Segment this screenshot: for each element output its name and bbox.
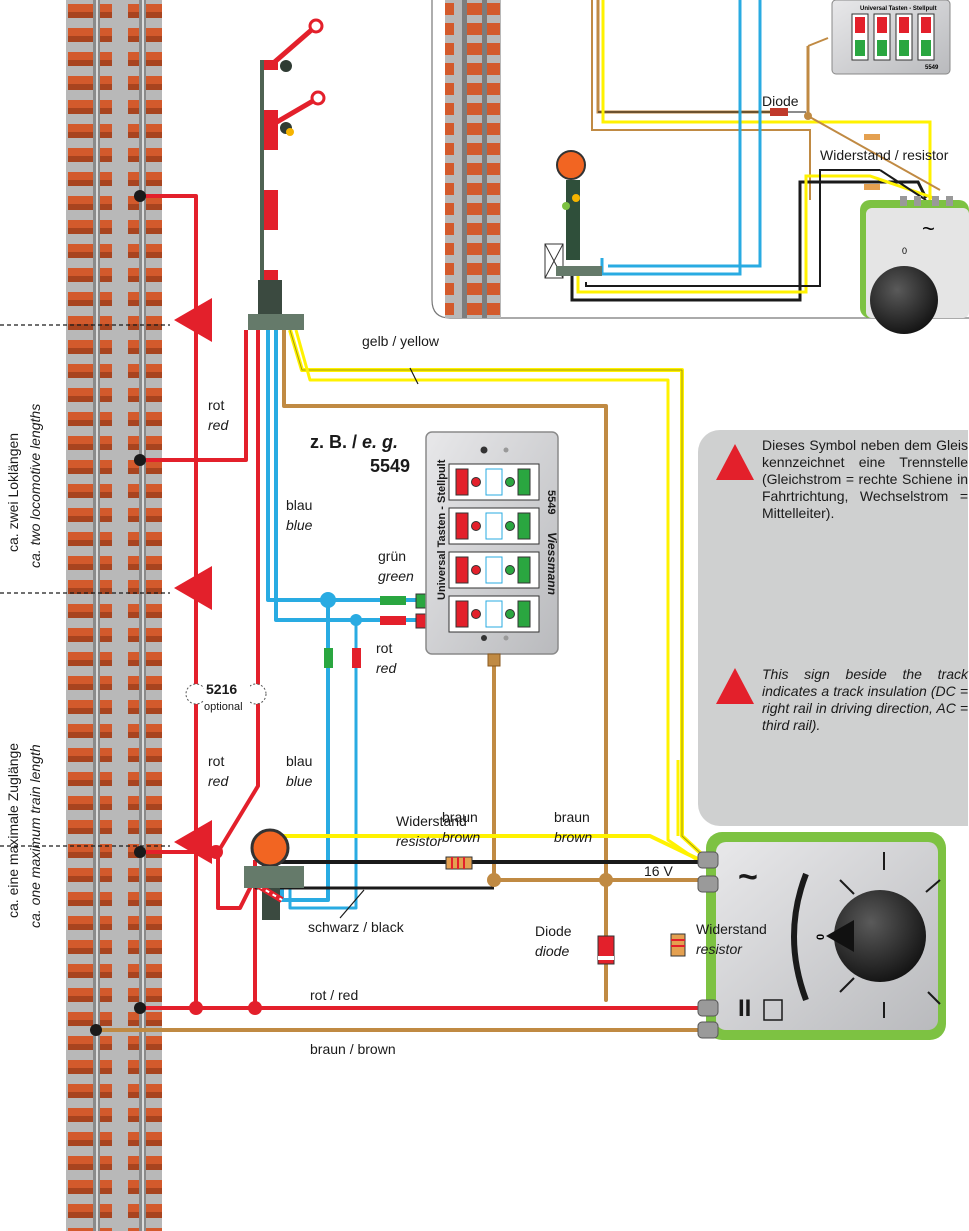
- main-track: [66, 0, 162, 1231]
- label-green-en: green: [378, 568, 414, 584]
- info-triangle-en: [716, 668, 754, 704]
- label-red-bottom: rot / red: [310, 987, 358, 1003]
- dim-train-en: ca. one maximum train length: [27, 744, 43, 928]
- label-blue-en-1: blue: [286, 517, 313, 533]
- label-voltage: 16 V: [644, 863, 673, 879]
- label-blue-de-1: blau: [286, 497, 312, 513]
- panel-side-number: 5549: [545, 490, 557, 514]
- panel-side-title: Universal Tasten - Stellpult: [436, 459, 448, 600]
- info-triangle-de: [716, 444, 754, 480]
- label-red-de-1: rot: [208, 397, 224, 413]
- label-diode-en: diode: [535, 943, 569, 959]
- wire-red-track-top: [140, 194, 198, 1014]
- wire-red-lower-signal: [216, 852, 256, 910]
- label-brown-de-2: braun: [554, 809, 590, 825]
- label-blue-de-2: blau: [286, 753, 312, 769]
- wire-red-signal-track: [140, 330, 248, 462]
- wire-blue-1: [266, 330, 418, 602]
- label-green-de: grün: [378, 548, 406, 564]
- wire-yellow-lower: [272, 834, 701, 872]
- label-brown-en-1: brown: [442, 829, 480, 845]
- transformer: ~ II 0: [697, 832, 946, 1040]
- inset-transformer-ac: ~: [922, 216, 935, 241]
- label-resistor-en-2: resistor: [396, 833, 443, 849]
- label-eg-italic: e. g.: [362, 432, 398, 452]
- inset-frame: Diode Widerstand / resistor Universal Ta…: [431, 0, 969, 334]
- inset-transformer: ~ 0: [860, 196, 969, 334]
- label-brown-de-1: braun: [442, 809, 478, 825]
- dim-two-loco-en: ca. two locomotive lengths: [27, 404, 43, 568]
- label-red-en-1: red: [208, 417, 229, 433]
- inset-panel-number: 5549: [925, 65, 939, 71]
- info-text-en: This sign beside the track indicates a t…: [762, 666, 968, 733]
- wire-red-signal-lower: [140, 330, 260, 854]
- optional-5216: [185, 682, 267, 712]
- junctions: [90, 190, 613, 1036]
- label-resistor-de-1: Widerstand: [696, 921, 767, 937]
- panel-brand: Viessmann: [545, 532, 559, 595]
- info-box: [698, 430, 968, 826]
- inset-panel-title: Universal Tasten - Stellpult: [860, 6, 937, 12]
- label-resistor-de-2: Widerstand: [396, 813, 467, 829]
- wire-yellow-outer: [294, 329, 701, 864]
- label-diode-de: Diode: [535, 923, 572, 939]
- label-black: schwarz / black: [308, 919, 405, 935]
- inset-transformer-zero: 0: [902, 246, 907, 256]
- semaphore-signal: [248, 18, 326, 330]
- label-red-de-3: rot: [208, 753, 224, 769]
- label-red-en-3: red: [208, 773, 229, 789]
- control-panel-5549: Universal Tasten - Stellpult 5549 Viessm…: [425, 431, 559, 667]
- label-eg-model: 5549: [370, 456, 410, 476]
- label-brown-en-2: brown: [554, 829, 592, 845]
- dim-two-loco-de: ca. zwei Loklängen: [5, 433, 21, 552]
- transformer-dc-symbol: II: [738, 995, 751, 1022]
- svg-text:z. B. / e. g.: z. B. / e. g.: [310, 432, 398, 452]
- dim-train-de: ca. eine maximale Zuglänge: [5, 743, 21, 918]
- inset-resistor-label: Widerstand / resistor: [820, 147, 949, 163]
- label-eg-prefix: z. B. /: [310, 432, 362, 452]
- inset-track: [445, 0, 501, 318]
- track-insulation-markers: [174, 298, 212, 864]
- label-optional: optional: [204, 701, 243, 713]
- transformer-zero: 0: [815, 934, 827, 940]
- transformer-ac-symbol: ~: [738, 858, 758, 896]
- label-resistor-en-1: resistor: [696, 941, 743, 957]
- label-brown-bottom: braun / brown: [310, 1041, 396, 1057]
- label-blue-en-2: blue: [286, 773, 313, 789]
- inset-diode-label: Diode: [762, 93, 799, 109]
- inset-light-signal: [544, 150, 602, 279]
- label-5216: 5216: [206, 681, 237, 697]
- label-red-de-2: rot: [376, 640, 392, 656]
- inset-panel-5549: Universal Tasten - Stellpult 5549: [831, 0, 951, 75]
- wire-yellow-top: [288, 329, 710, 862]
- wire-blue-3: [280, 600, 330, 902]
- dimension-lines: [0, 324, 170, 847]
- label-yellow: gelb / yellow: [362, 333, 440, 349]
- light-signal-base: [244, 866, 304, 878]
- label-red-en-2: red: [376, 660, 397, 676]
- info-text-de: Dieses Symbol neben dem Gleis kennzeichn…: [762, 437, 968, 521]
